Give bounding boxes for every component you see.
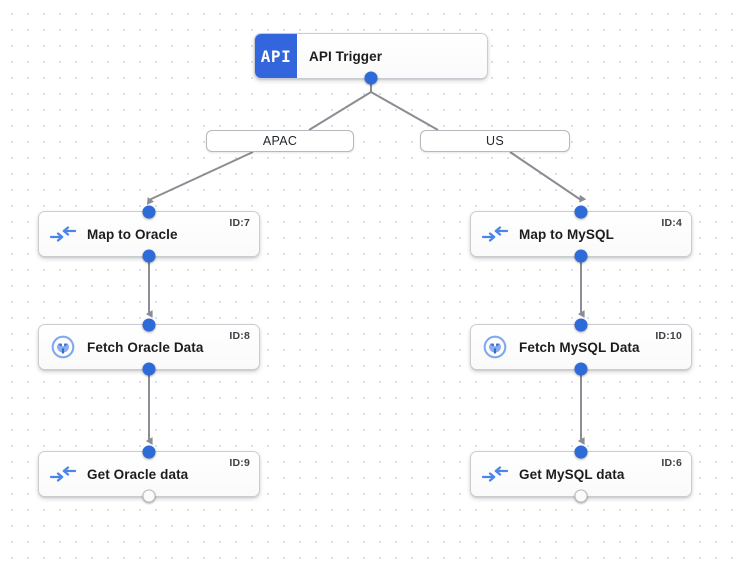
api-badge-icon: API [255,34,297,78]
node-fetch-oracle-data[interactable]: Fetch Oracle Data ID:8 [38,318,260,376]
connector-plug-icon [471,335,519,359]
node-get-mysql-data[interactable]: Get MySQL data ID:6 [470,445,692,503]
node-id-label: ID:7 [229,217,250,229]
node-map-to-oracle[interactable]: Map to Oracle ID:7 [38,205,260,263]
node-map-to-mysql[interactable]: Map to MySQL ID:4 [470,205,692,263]
node-id-label: ID:6 [661,457,682,469]
node-title: Fetch MySQL Data [519,339,640,355]
node-title: API Trigger [309,48,383,64]
node-api-trigger[interactable]: API API Trigger [254,33,488,85]
edge-trigger-to-apac-label [308,91,372,131]
edge-us-label-to-map-mysql [509,151,587,203]
node-title: Map to MySQL [519,226,614,242]
branch-label-text: APAC [262,134,298,148]
branch-label-apac[interactable]: APAC [206,130,354,152]
node-id-label: ID:10 [655,330,682,342]
branch-label-text: US [486,134,504,148]
node-fetch-mysql-data[interactable]: Fetch MySQL Data ID:10 [470,318,692,376]
output-port[interactable] [574,362,588,376]
node-id-label: ID:8 [229,330,250,342]
node-title: Fetch Oracle Data [87,339,204,355]
input-port[interactable] [142,318,156,332]
output-port[interactable] [574,489,588,503]
node-title: Map to Oracle [87,226,178,242]
node-get-oracle-data[interactable]: Get Oracle data ID:9 [38,445,260,503]
transform-arrows-icon [39,466,87,482]
input-port[interactable] [574,318,588,332]
output-port[interactable] [142,249,156,263]
input-port[interactable] [574,445,588,459]
node-id-label: ID:9 [229,457,250,469]
transform-arrows-icon [471,226,519,242]
input-port[interactable] [142,205,156,219]
connector-plug-icon [39,335,87,359]
output-port[interactable] [574,249,588,263]
output-port[interactable] [142,362,156,376]
output-port[interactable] [364,71,378,85]
edge-trigger-to-us-label [370,91,439,131]
node-title: Get MySQL data [519,466,625,482]
output-port[interactable] [142,489,156,503]
transform-arrows-icon [39,226,87,242]
node-title: Get Oracle data [87,466,189,482]
transform-arrows-icon [471,466,519,482]
edge-apac-label-to-map-oracle [146,151,254,205]
input-port[interactable] [142,445,156,459]
input-port[interactable] [574,205,588,219]
branch-label-us[interactable]: US [420,130,570,152]
node-id-label: ID:4 [661,217,682,229]
